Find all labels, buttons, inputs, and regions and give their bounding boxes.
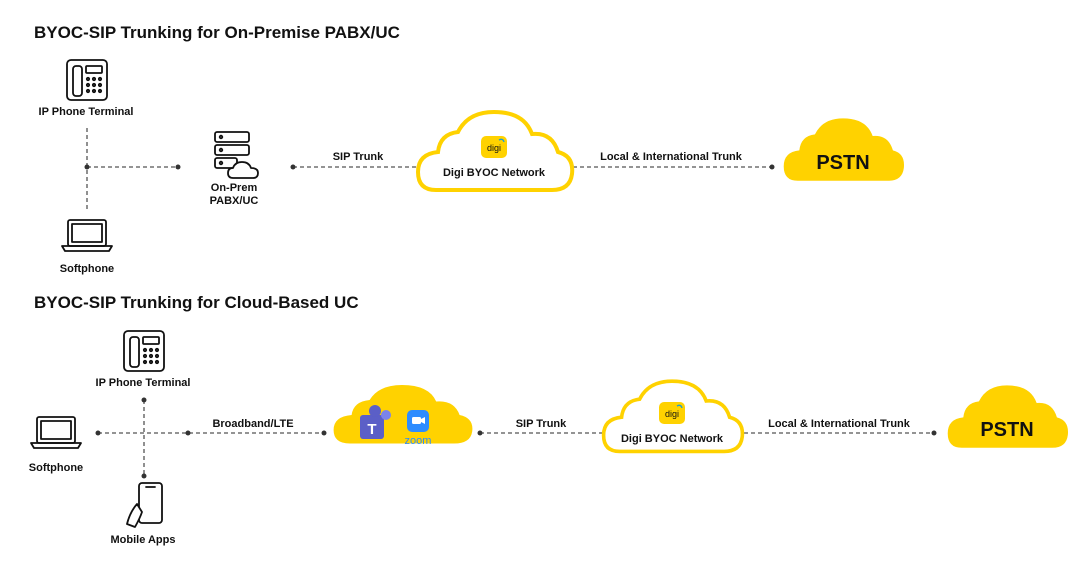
digi-logo-icon: digi: [659, 402, 685, 424]
connectors: [95, 397, 937, 479]
svg-text:zoom: zoom: [405, 435, 432, 447]
diagram-title: BYOC-SIP Trunking for Cloud-Based UC: [34, 293, 359, 312]
softphone-node: Softphone: [29, 416, 83, 474]
digi-byoc-cloud: digi Digi BYOC Network: [416, 110, 575, 192]
laptop-icon: [61, 219, 113, 252]
digi-logo-icon: digi: [481, 136, 507, 158]
connector-dot: [141, 397, 147, 403]
local-intl-trunk-label: Local & International Trunk: [768, 418, 911, 430]
sip-trunk-label: SIP Trunk: [333, 151, 384, 163]
ip-phone-icon: [123, 330, 165, 372]
pstn-cloud: PSTN: [947, 385, 1069, 448]
connector-dot: [290, 164, 296, 170]
mobile-apps-node: Mobile Apps: [111, 482, 176, 546]
pabx-node: On-Prem PABX/UC: [210, 131, 259, 207]
laptop-icon: [30, 416, 82, 449]
diagram-title: BYOC-SIP Trunking for On-Premise PABX/UC: [34, 23, 400, 42]
mobile-apps-label: Mobile Apps: [111, 534, 176, 546]
local-intl-trunk-label: Local & International Trunk: [600, 151, 743, 163]
softphone-node: Softphone: [60, 219, 114, 275]
connector-dot: [477, 430, 483, 436]
connector-dot: [931, 430, 937, 436]
digi-network-label: Digi BYOC Network: [443, 167, 546, 179]
ip-phone-node: IP Phone Terminal: [39, 59, 134, 118]
svg-text:digi: digi: [487, 143, 501, 153]
softphone-label: Softphone: [29, 462, 83, 474]
zoom-logo-icon: zoom: [405, 410, 432, 447]
digi-network-label: Digi BYOC Network: [621, 433, 724, 445]
mobile-phone-icon: [126, 482, 163, 528]
softphone-label: Softphone: [60, 263, 114, 275]
server-cloud-icon: [214, 131, 259, 179]
connector-dot: [185, 430, 191, 436]
ip-phone-node: IP Phone Terminal: [96, 330, 191, 389]
ip-phone-icon: [66, 59, 108, 101]
junction-dot: [84, 164, 90, 170]
svg-text:T: T: [367, 421, 376, 438]
sip-trunk-label: SIP Trunk: [516, 418, 567, 430]
diagram-on-premise: BYOC-SIP Trunking for On-Premise PABX/UC…: [34, 23, 905, 275]
pabx-label-line2: PABX/UC: [210, 195, 259, 207]
ip-phone-label: IP Phone Terminal: [96, 377, 191, 389]
broadband-label: Broadband/LTE: [212, 418, 293, 430]
diagram-cloud-based: BYOC-SIP Trunking for Cloud-Based UC IP …: [29, 293, 1069, 546]
pabx-label-line1: On-Prem: [211, 182, 258, 194]
teams-logo-icon: T: [360, 405, 391, 439]
pstn-cloud: PSTN: [783, 118, 905, 181]
pstn-label: PSTN: [980, 419, 1033, 441]
pstn-label: PSTN: [816, 152, 869, 174]
connector-dot: [175, 164, 181, 170]
connector-dot: [769, 164, 775, 170]
connector-dot: [141, 473, 147, 479]
svg-text:digi: digi: [665, 409, 679, 419]
digi-byoc-cloud: digi Digi BYOC Network: [601, 379, 745, 454]
connector-dot: [321, 430, 327, 436]
uc-platform-cloud: T zoom: [333, 385, 473, 447]
connector-dot: [95, 430, 101, 436]
ip-phone-label: IP Phone Terminal: [39, 106, 134, 118]
